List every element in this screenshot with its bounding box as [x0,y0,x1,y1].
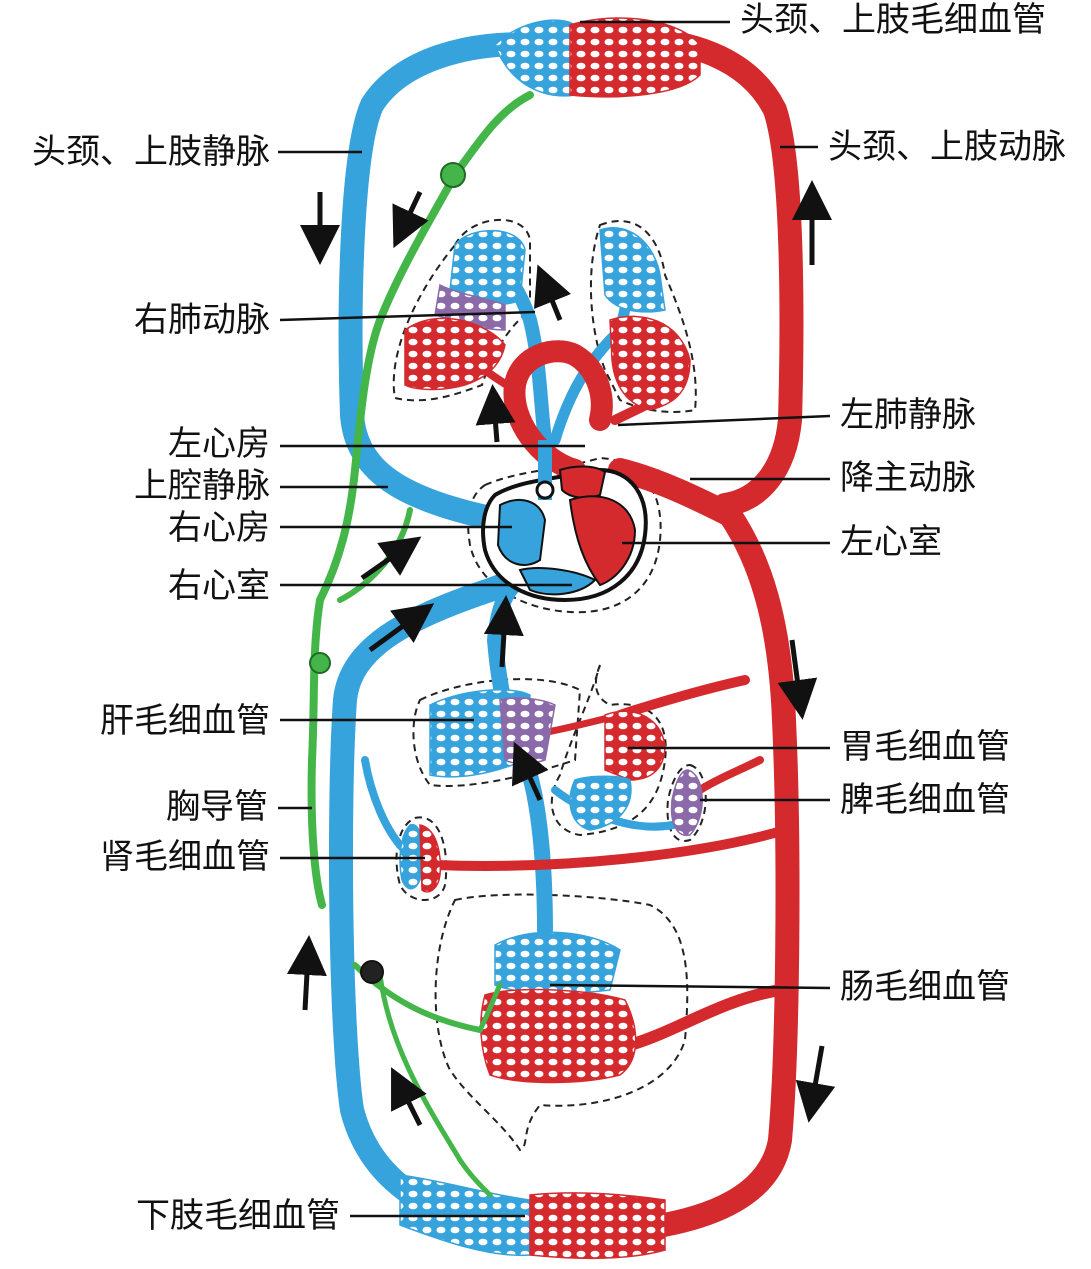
line-left-pulmonary-vein [617,414,831,427]
arrow-upright-ivc [368,603,435,653]
head-neck-upper-limb-vein [338,32,552,532]
lymph-node-upper [440,162,466,188]
arrow-up-pulmonary-vein [475,384,516,443]
arrow-up-portal [483,595,524,668]
label-thoracic-duct: 胸导管 [166,787,268,827]
label-lines [278,20,831,1218]
kidney-capillary-artery [419,824,442,893]
label-liver-capillaries: 肝毛细血管 [100,701,270,741]
aortic-arch [503,340,613,481]
label-kidney-capillaries: 肾毛细血管 [100,837,270,877]
right-lung-capillary-artery [404,317,506,391]
descending-aorta [598,458,800,1244]
lymph-node-middle [309,652,331,674]
spleen-capillary [670,769,703,836]
head-neck-capillary-artery-side [569,17,701,98]
mesenteric-artery [624,984,786,1051]
arrow-up-portal-lower [511,741,549,802]
lymph-node-lower [360,960,384,984]
liver-capillary-mixed [499,697,556,765]
label-left-pulmonary-vein: 左肺静脉 [840,395,976,435]
label-left-atrium: 左心房 [168,424,270,464]
heart-valve [535,480,555,500]
label-right-pulmonary-artery: 右肺动脉 [134,300,270,340]
label-right-atrium: 右心房 [168,508,270,548]
heart-sac-outline [467,456,662,614]
arrow-down-aorta-lower [795,1045,836,1123]
label-head-neck-capillaries: 头颈、上肢毛细血管 [740,0,1046,40]
lymph-intestine-branch [477,982,503,1033]
arrow-upright-lymph [360,536,422,581]
stomach-capillary-artery [604,710,666,781]
left-lung-outline [589,220,697,413]
left-atrium-chamber [558,465,607,499]
kidney-capillary-vein [399,824,424,890]
label-intestine-capillaries: 肠毛细血管 [840,967,1010,1007]
right-ventricle-chamber [518,567,597,596]
left-lung-capillary-artery [609,315,691,411]
celiac-artery [615,675,750,720]
arrow-up-ivc-lower [286,935,327,1011]
label-stomach-capillaries: 胃毛细血管 [840,727,1010,767]
label-descending-aorta: 降主动脉 [840,458,976,498]
stomach-capillary-vein [569,775,632,831]
arrow-down-aorta [777,639,818,720]
splenic-artery [696,756,764,794]
arteries [430,27,804,1244]
right-atrium-chamber [496,499,547,566]
capillary-beds [399,17,703,1260]
label-left-ventricle: 左心室 [840,522,942,562]
head-neck-upper-limb-artery [598,27,804,517]
flow-arrows [286,180,836,1127]
intestine-capillary-artery [480,988,637,1084]
lower-limb-capillary-artery [529,1192,666,1260]
line-right-pulmonary-artery [279,310,536,322]
line-intestine-capillaries [549,983,831,990]
label-lower-limb-capillaries: 下肢毛细血管 [136,1196,340,1236]
label-right-ventricle: 右心室 [168,566,270,606]
head-neck-capillary-vein-side [494,19,576,97]
left-ventricle-chamber [568,495,637,587]
label-spleen-capillaries: 脾毛细血管 [840,780,1010,820]
renal-artery [430,825,790,871]
heart [481,440,648,603]
arrow-down-lymph-upper [392,190,429,249]
label-head-neck-arteries: 头颈、上肢动脉 [828,127,1066,167]
left-lung-capillary-vein [599,227,666,313]
arrow-up-lymph-lower [391,1067,427,1127]
intestine-outline [434,893,689,1152]
label-head-neck-veins: 头颈、上肢静脉 [32,132,270,172]
lymph-lower-branch-2 [377,972,493,1198]
arrow-up-pulmonary [533,264,572,321]
stomach-outline [550,664,667,837]
label-superior-vena-cava: 上腔静脉 [134,466,270,506]
